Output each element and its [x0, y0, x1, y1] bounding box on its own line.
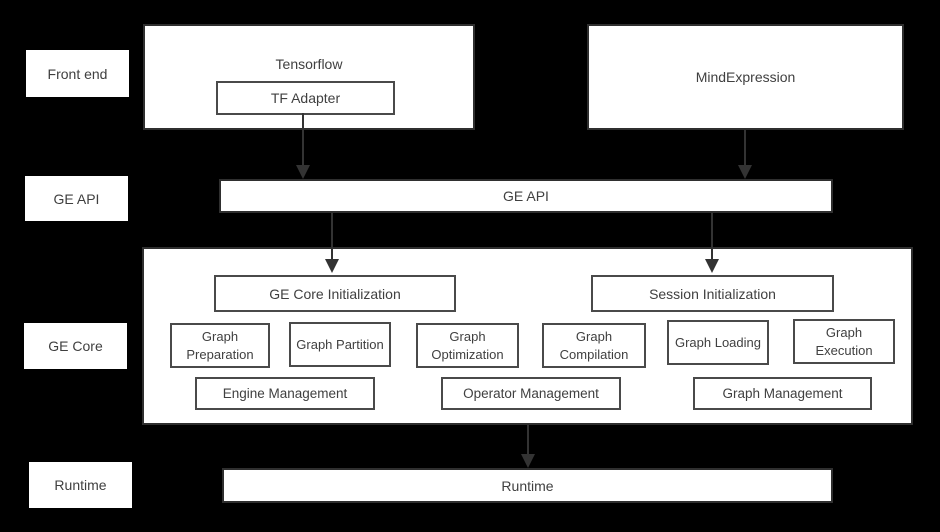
graph-preparation-box: Graph Preparation — [170, 323, 270, 368]
arrow-shaft — [527, 425, 529, 454]
arrow-shaft — [744, 130, 746, 165]
tensorflow-box: Tensorflow TF Adapter — [143, 24, 475, 130]
engine-management-box: Engine Management — [195, 377, 375, 410]
arrow-tf-adapter-to-ge-api — [295, 113, 311, 179]
operator-management-box: Operator Management — [441, 377, 621, 410]
row-label-runtime: Runtime — [29, 462, 132, 508]
arrow-head-icon — [325, 259, 339, 273]
arrow-shaft — [331, 213, 333, 259]
arrow-head-icon — [738, 165, 752, 179]
row-label-ge-core: GE Core — [24, 323, 127, 369]
arrow-shaft — [302, 113, 304, 165]
arrow-ge-api-to-ge-core-initialization — [324, 213, 340, 273]
arrow-shaft — [711, 213, 713, 259]
graph-management-box: Graph Management — [693, 377, 872, 410]
arrow-head-icon — [521, 454, 535, 468]
arrow-ge-api-to-session-initialization — [704, 213, 720, 273]
graph-execution-box: Graph Execution — [793, 319, 895, 364]
ge-core-box: GE Core Initialization Session Initializ… — [142, 247, 913, 425]
tensorflow-label: Tensorflow — [275, 56, 343, 72]
graph-optimization-box: Graph Optimization — [416, 323, 519, 368]
graph-compilation-box: Graph Compilation — [542, 323, 646, 368]
row-label-front-end: Front end — [26, 50, 129, 97]
graph-partition-box: Graph Partition — [289, 322, 391, 367]
session-initialization-box: Session Initialization — [591, 275, 834, 312]
ge-api-bar: GE API — [219, 179, 833, 213]
tf-adapter-box: TF Adapter — [216, 81, 395, 115]
mindexpression-box: MindExpression — [587, 24, 904, 130]
arrow-head-icon — [705, 259, 719, 273]
arrow-mindexpression-to-ge-api — [737, 130, 753, 179]
graph-loading-box: Graph Loading — [667, 320, 769, 365]
ge-core-initialization-box: GE Core Initialization — [214, 275, 456, 312]
arrow-head-icon — [296, 165, 310, 179]
arrow-ge-core-to-runtime — [520, 425, 536, 468]
row-label-ge-api: GE API — [25, 176, 128, 221]
runtime-bar: Runtime — [222, 468, 833, 503]
